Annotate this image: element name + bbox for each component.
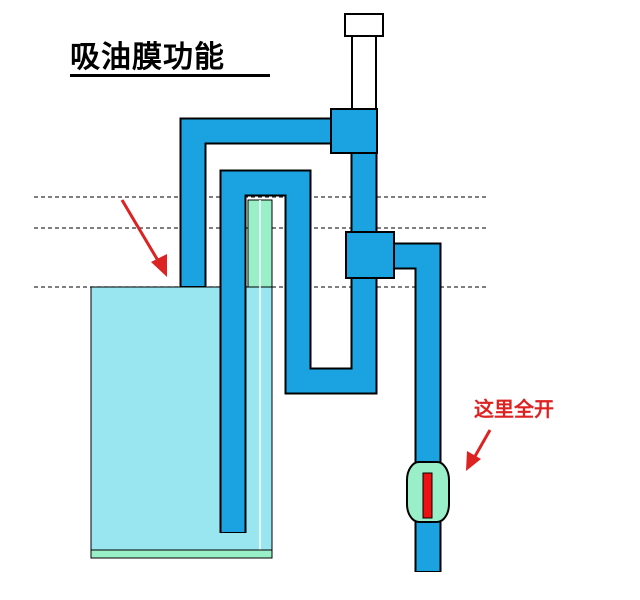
skimmer-pipe-outline: [179, 117, 366, 287]
vent-pipe: [351, 29, 377, 111]
tank-bottom-strip: [90, 549, 273, 559]
upper-tee-fitting: [330, 108, 378, 154]
vent-cap: [344, 13, 384, 37]
red-arrow-icon: [120, 199, 167, 277]
diagram-title: 吸油膜功能: [70, 40, 225, 75]
u-pipe: [221, 171, 376, 532]
red-arrow-icon: [466, 429, 492, 471]
valve-label: 这里全开: [474, 397, 554, 421]
valve-handle: [422, 472, 433, 519]
skimmer-pipe: [181, 119, 366, 286]
lower-tee-fitting: [345, 231, 395, 279]
title-underline: [70, 74, 270, 77]
